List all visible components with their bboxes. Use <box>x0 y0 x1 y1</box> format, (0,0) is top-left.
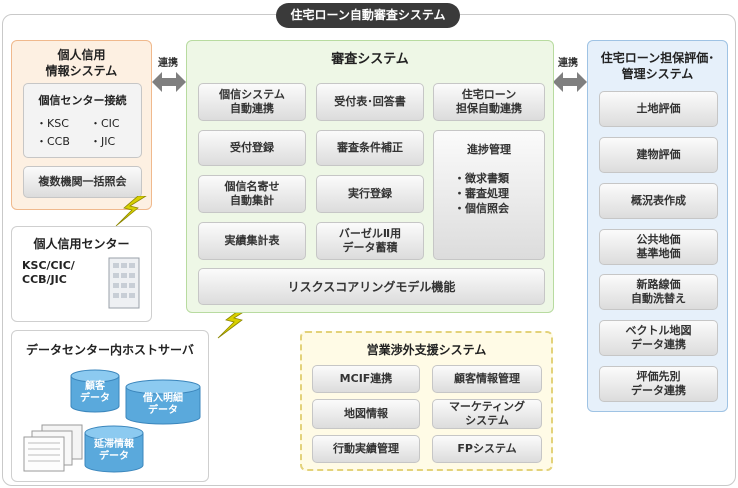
credit-center-text: KSC/CIC/ CCB/JIC <box>22 259 75 286</box>
bureau-cic: ・CIC <box>90 117 120 130</box>
fp-system-button[interactable]: FPシステム <box>432 435 542 463</box>
home-loan-collateral-link-button[interactable]: 住宅ローン 担保自動連携 <box>433 83 545 121</box>
sales-support-system-panel: 営業渉外支援システム MCIF連携 顧客情報管理 地図情報 マーケティング シス… <box>300 331 553 471</box>
progress-item: ・徴求書類 <box>454 172 509 185</box>
building-evaluation-button[interactable]: 建物評価 <box>599 137 718 173</box>
panel-title: 個人信用 情報システム <box>45 48 118 78</box>
marketing-system-button[interactable]: マーケティング システム <box>432 399 542 429</box>
server-icon <box>23 424 83 472</box>
tsubo-price-link-button[interactable]: 坪価先別 データ連携 <box>599 366 718 402</box>
link-label-left: 連携 <box>158 58 178 69</box>
execution-register-button[interactable]: 実行登録 <box>316 175 424 213</box>
land-evaluation-button[interactable]: 土地評価 <box>599 91 718 127</box>
datacenter-title: データセンター内ホストサーバ <box>26 343 194 357</box>
building-icon <box>108 257 140 309</box>
credit-aggregation-button[interactable]: 個信名寄せ 自動集計 <box>198 175 306 213</box>
batch-inquiry-button[interactable]: 複数機関一括照会 <box>23 166 142 198</box>
public-land-price-button[interactable]: 公共地価 基準地価 <box>599 229 718 265</box>
double-arrow-icon <box>152 72 186 92</box>
review-system-panel: 審査システム 個信システム 自動連携 受付表･回答書 住宅ローン 担保自動連携 … <box>186 40 554 313</box>
progress-item: ・審査処理 <box>454 187 509 200</box>
customer-data-database-icon <box>70 369 120 413</box>
basel-data-button[interactable]: バーゼルⅡ用 データ蓄積 <box>316 222 424 260</box>
credit-system-auto-link-button[interactable]: 個信システム 自動連携 <box>198 83 306 121</box>
bureau-jic: ・JIC <box>90 135 116 148</box>
vector-map-link-button[interactable]: ベクトル地図 データ連携 <box>599 320 718 356</box>
loan-detail-data-label: 借入明細 データ <box>143 393 183 416</box>
credit-center-panel: 個人信用センター KSC/CIC/ CCB/JIC <box>11 226 152 322</box>
reception-answer-button[interactable]: 受付表･回答書 <box>316 83 424 121</box>
results-summary-button[interactable]: 実績集計表 <box>198 222 306 260</box>
activity-results-button[interactable]: 行動実績管理 <box>312 435 420 463</box>
progress-item: ・個信照会 <box>454 202 509 215</box>
bureau-ccb: ・CCB <box>36 135 70 148</box>
credit-center-connect-box: 個信センター接続 ・KSC ・CIC ・CCB ・JIC <box>23 83 142 158</box>
risk-scoring-model-button[interactable]: リスクスコアリングモデル機能 <box>198 268 545 305</box>
reception-register-button[interactable]: 受付登録 <box>198 130 306 166</box>
diagram-title: 住宅ローン自動審査システム <box>276 3 460 28</box>
delay-info-database-icon <box>84 425 144 473</box>
collateral-evaluation-system-panel: 住宅ローン担保評価･ 管理システム 土地評価 建物評価 概況表作成 公共地価 基… <box>587 40 728 412</box>
customer-data-label: 顧客 データ <box>80 381 110 404</box>
link-label-right: 連携 <box>558 58 578 69</box>
progress-title: 進捗管理 <box>467 143 511 156</box>
lightning-icon <box>115 196 147 227</box>
route-price-update-button[interactable]: 新路線価 自動洗替え <box>599 274 718 310</box>
connect-box-title: 個信センター接続 <box>38 94 127 107</box>
personal-credit-info-system-panel: 個人信用 情報システム 個信センター接続 ・KSC ・CIC ・CCB ・JIC… <box>11 40 152 210</box>
double-arrow-icon <box>553 72 587 92</box>
condition-correction-button[interactable]: 審査条件補正 <box>316 130 424 166</box>
bureau-ksc: ・KSC <box>36 117 69 130</box>
datacenter-host-panel: データセンター内ホストサーバ 顧客 データ 借入明細 データ 延滞情報 データ <box>11 330 209 482</box>
map-info-button[interactable]: 地図情報 <box>312 399 420 429</box>
credit-center-title: 個人信用センター <box>33 237 130 251</box>
delay-info-data-label: 延滞情報 データ <box>94 439 134 462</box>
progress-management-box[interactable]: 進捗管理 ・徴求書類 ・審査処理 ・個信照会 <box>433 130 545 260</box>
sales-system-title: 営業渉外支援システム <box>366 343 487 357</box>
collateral-system-title: 住宅ローン担保評価･ 管理システム <box>600 51 715 81</box>
loan-detail-database-icon <box>125 379 201 425</box>
overview-table-button[interactable]: 概況表作成 <box>599 183 718 219</box>
review-system-title: 審査システム <box>331 52 409 67</box>
customer-info-button[interactable]: 顧客情報管理 <box>432 365 542 393</box>
mcif-link-button[interactable]: MCIF連携 <box>312 365 420 393</box>
